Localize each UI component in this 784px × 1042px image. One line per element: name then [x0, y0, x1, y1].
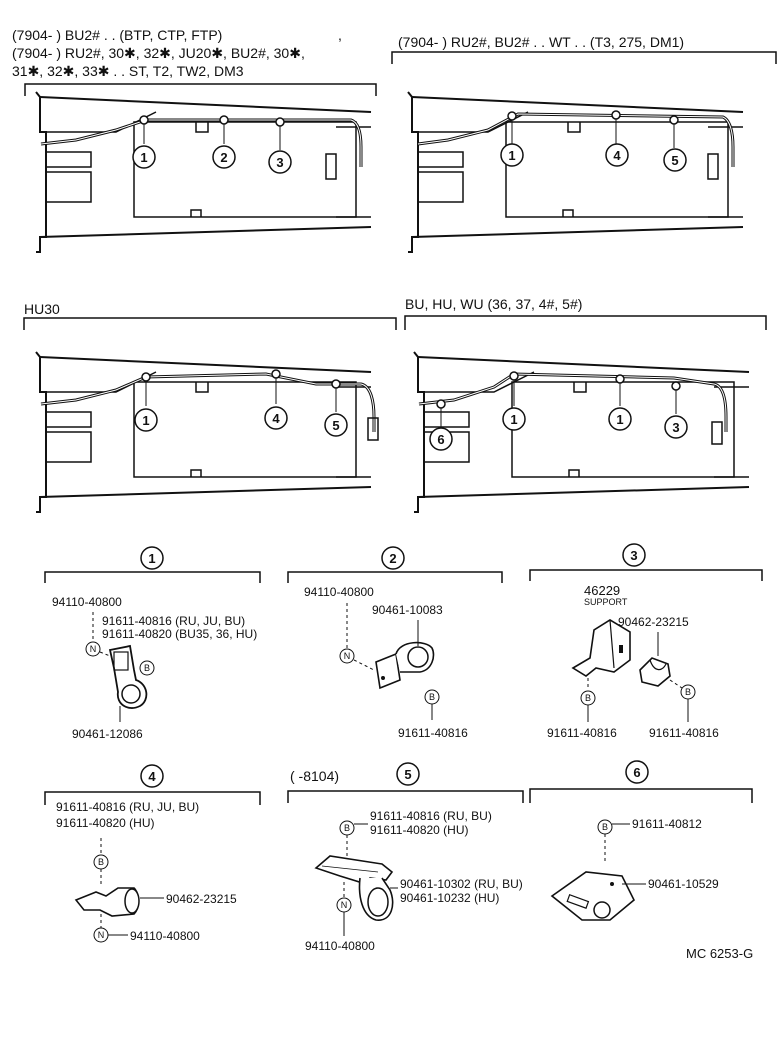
detail-2-number: 2: [389, 551, 396, 566]
detail-5-part-1: 91611-40816 (RU, BU): [370, 809, 492, 823]
svg-text:1: 1: [140, 150, 147, 165]
detail-1-part-4: 90461-12086: [72, 727, 143, 741]
svg-text:3: 3: [276, 155, 283, 170]
panel-d-bracket: [404, 315, 767, 330]
detail-4-part-2: 91611-40820 (HU): [56, 816, 155, 830]
panel-a-header-line3: 31✱, 32✱, 33✱ . . ST, T2, TW2, DM3: [12, 63, 244, 79]
panel-a-header-comma: ,: [338, 27, 342, 43]
detail-1: 1 94110-40800 91611-40816 (RU, JU, BU) 9…: [44, 546, 261, 741]
panel-b-bracket: [391, 51, 777, 64]
svg-text:4: 4: [613, 148, 621, 163]
detail-2-part-2: 90461-10083: [372, 603, 443, 617]
svg-text:1: 1: [142, 413, 149, 428]
detail-3-part-1-sub: SUPPORT: [584, 597, 628, 607]
chassis-view-b: [407, 91, 744, 253]
detail-2-part-3: 91611-40816: [398, 726, 468, 740]
svg-text:B: B: [429, 692, 435, 702]
panel-a-header-line2: (7904- ) RU2#, 30✱, 32✱, JU20✱, BU2#, 30…: [12, 45, 305, 61]
panel-c-header: HU30: [24, 301, 60, 317]
detail-4-part-1: 91611-40816 (RU, JU, BU): [56, 800, 199, 814]
panel-c-bracket: [23, 317, 397, 330]
callout-d-3: 3: [664, 415, 688, 439]
detail-3-part-3: 91611-40816: [547, 726, 617, 740]
svg-text:N: N: [90, 644, 97, 654]
svg-text:1: 1: [616, 412, 623, 427]
svg-text:5: 5: [332, 418, 339, 433]
detail-3-part-2: 90462-23215: [618, 615, 689, 629]
detail-6-part-1: 91611-40812: [632, 817, 702, 831]
detail-3-number: 3: [630, 548, 637, 563]
svg-text:B: B: [344, 823, 350, 833]
svg-text:3: 3: [672, 420, 679, 435]
callout-b-1: 1: [500, 143, 524, 167]
panel-a-header-line1: (7904- ) BU2# . . (BTP, CTP, FTP): [12, 27, 222, 43]
detail-2-part-1: 94110-40800: [304, 585, 374, 599]
panel-d-header: BU, HU, WU (36, 37, 4#, 5#): [405, 296, 582, 312]
detail-3-part-4: 91611-40816: [649, 726, 719, 740]
callout-b-4: 4: [605, 143, 629, 167]
panel-b-header: (7904- ) RU2#, BU2# . . WT . . (T3, 275,…: [398, 34, 684, 50]
detail-4-part-3: 90462-23215: [166, 892, 237, 906]
callout-d-1b: 1: [608, 407, 632, 431]
detail-4-part-4: 94110-40800: [130, 929, 200, 943]
chassis-view-d: [413, 351, 750, 513]
detail-4-number: 4: [148, 769, 156, 784]
detail-3-part-1: 46229: [584, 583, 620, 598]
detail-6-number: 6: [633, 765, 640, 780]
chassis-view-c: [35, 351, 379, 513]
callout-d-6: 6: [429, 427, 453, 451]
svg-text:B: B: [602, 822, 608, 832]
panel-a-bracket: [24, 83, 377, 96]
svg-text:1: 1: [510, 412, 517, 427]
detail-6-part-2: 90461-10529: [648, 877, 719, 891]
svg-text:5: 5: [671, 153, 678, 168]
detail-5: ( -8104) 5 B 91611-40816 (RU, BU) 91611-…: [287, 762, 524, 953]
detail-4: 4 91611-40816 (RU, JU, BU) 91611-40820 (…: [44, 764, 261, 943]
callout-c-4: 4: [264, 406, 288, 430]
svg-text:B: B: [98, 857, 104, 867]
callout-a-2: 2: [212, 145, 236, 169]
detail-3: 3 46229 SUPPORT 90462-23215 B B 91611-40…: [529, 543, 763, 740]
detail-1-number: 1: [148, 551, 155, 566]
callout-c-5: 5: [324, 413, 348, 437]
detail-5-prefix: ( -8104): [290, 768, 339, 784]
detail-5-number: 5: [404, 767, 411, 782]
svg-text:B: B: [585, 693, 591, 703]
detail-1-part-2: 91611-40816 (RU, JU, BU): [102, 614, 245, 628]
svg-text:B: B: [685, 687, 691, 697]
chassis-view-a: [35, 91, 372, 253]
detail-1-part-3: 91611-40820 (BU35, 36, HU): [102, 627, 257, 641]
svg-text:1: 1: [508, 148, 515, 163]
callout-c-1: 1: [134, 408, 158, 432]
detail-6: 6 B 91611-40812 90461-10529: [529, 760, 753, 921]
svg-text:B: B: [144, 663, 150, 673]
detail-5-part-4: 90461-10232 (HU): [400, 891, 499, 905]
detail-5-part-2: 91611-40820 (HU): [370, 823, 469, 837]
svg-text:4: 4: [272, 411, 280, 426]
svg-text:2: 2: [220, 150, 227, 165]
svg-text:N: N: [98, 930, 105, 940]
detail-2: 2 94110-40800 90461-10083 N B 91611-4081…: [287, 546, 503, 740]
detail-1-part-1: 94110-40800: [52, 595, 122, 609]
diagram-code: MC 6253-G: [686, 946, 753, 961]
callout-a-1: 1: [132, 145, 156, 169]
svg-text:6: 6: [437, 432, 444, 447]
svg-text:N: N: [341, 900, 348, 910]
callout-b-5: 5: [663, 148, 687, 172]
svg-text:N: N: [344, 651, 351, 661]
detail-5-part-3: 90461-10302 (RU, BU): [400, 877, 523, 891]
callout-d-1a: 1: [502, 407, 526, 431]
detail-5-part-5: 94110-40800: [305, 939, 375, 953]
callout-a-3: 3: [268, 150, 292, 174]
